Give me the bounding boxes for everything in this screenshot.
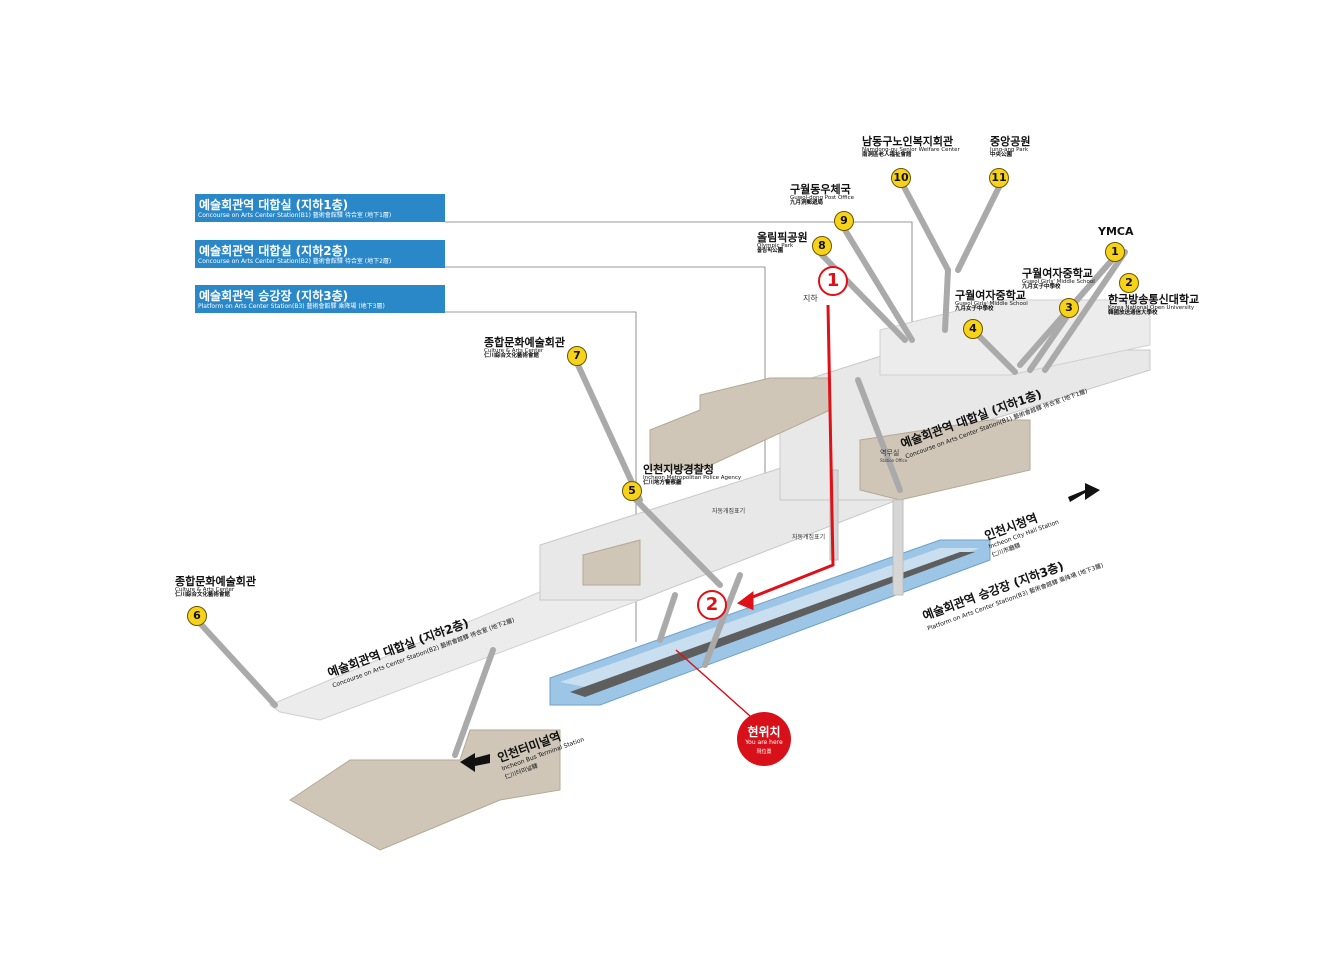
you-are-here-cn: 現位置 xyxy=(756,749,772,755)
exit-2-cn: 韓國放送通信大學校 xyxy=(1108,310,1158,317)
exit-5-en: Incheon Metropolitan Police Agency xyxy=(643,474,742,481)
exit-4-name: 구월여자중학교 xyxy=(955,289,1026,302)
route-end-marker: 2 xyxy=(697,590,727,620)
exit-5-cn: 仁川地方警察廳 xyxy=(643,480,682,487)
exit-5-name: 인천지방경찰청 xyxy=(643,463,714,476)
exit-7-name: 종합문화예술회관 xyxy=(484,336,565,349)
exit-1-badge: 1 xyxy=(1105,242,1125,262)
legend-b3-en: Platform on Arts Center Station(B3) 藝術會館… xyxy=(198,303,385,310)
exit-11-en: Jung-ang Park xyxy=(990,146,1029,153)
ticket-gate-label-2: 자동개집표기 xyxy=(792,534,826,541)
legend-b3-ko: 예술회관역 승강장 (지하3층) xyxy=(199,289,349,303)
exit-8-en: Olympic Park xyxy=(757,242,794,249)
legend-b1-ko: 예술회관역 대합실 (지하1층) xyxy=(199,198,349,212)
exit-11-label: 중앙공원 Jung-ang Park 中央公園 xyxy=(990,136,1030,159)
exit-3-badge: 3 xyxy=(1059,298,1079,318)
exit-3-en: Guwol Girls' Middle School xyxy=(1022,278,1095,285)
exit-5-label: 인천지방경찰청 Incheon Metropolitan Police Agen… xyxy=(643,464,741,487)
exit-10-badge: 10 xyxy=(891,168,911,188)
exit-9-name: 구월동우체국 xyxy=(790,183,851,196)
exit-2-name: 한국방송통신대학교 xyxy=(1108,293,1200,306)
exit-10-cn: 南洞區老人福祉會館 xyxy=(862,152,912,159)
exit-2-label: 한국방송통신대학교 Korea National Open University… xyxy=(1108,294,1199,317)
exit-10-label: 남동구노인복지회관 Namdong-gu Senior Welfare Cent… xyxy=(862,136,960,159)
here-pointer-line xyxy=(675,649,751,717)
exit-4-en: Guwol Girls' Middle School xyxy=(955,300,1028,307)
exit-1-label: YMCA xyxy=(1098,226,1134,238)
b3-platform xyxy=(549,539,991,706)
exit-5-badge: 5 xyxy=(622,481,642,501)
exit-7-badge: 7 xyxy=(567,346,587,366)
exit-11-name: 중앙공원 xyxy=(990,135,1031,148)
exit-11-badge: 11 xyxy=(989,168,1009,188)
route-start-marker: 1 xyxy=(818,266,848,296)
exit-3-cn: 九月女子中學校 xyxy=(1022,284,1061,291)
exit-1-name: YMCA xyxy=(1098,225,1134,238)
legend-b2-en: Concourse on Arts Center Station(B2) 藝術會… xyxy=(198,258,392,265)
you-are-here-ko: 현위치 xyxy=(747,725,781,739)
exit-9-en: Guwol-dong Post Office xyxy=(790,194,855,201)
exit-4-badge: 4 xyxy=(963,319,983,339)
station-office-label: 역무실 xyxy=(880,449,900,457)
exit-3-name: 구월여자중학교 xyxy=(1022,267,1093,280)
exit-8-name: 올림픽공원 xyxy=(757,231,808,244)
exit-6-label: 종합문화예술회관 Culture & Arts Center 仁川綜合文化藝術會… xyxy=(175,576,256,599)
ticket-gate-label-1: 자동개집표기 xyxy=(712,508,746,515)
exit-9-badge: 9 xyxy=(834,211,854,231)
exit-3-label: 구월여자중학교 Guwol Girls' Middle School 九月女子中… xyxy=(1022,268,1095,291)
station-office-en-label: Station Office xyxy=(880,458,908,463)
legend-b2-ko: 예술회관역 대합실 (지하2층) xyxy=(199,244,349,258)
exit-10-en: Namdong-gu Senior Welfare Center xyxy=(862,146,960,153)
exit-8-badge: 8 xyxy=(812,236,832,256)
legend-b1: 예술회관역 대합실 (지하1층) Concourse on Arts Cente… xyxy=(195,194,445,222)
exit-7-cn: 仁川綜合文化藝術會館 xyxy=(484,353,540,360)
exit-9-cn: 九月洞郵遞局 xyxy=(790,200,824,207)
exit-2-badge: 2 xyxy=(1119,273,1139,293)
legend-b2: 예술회관역 대합실 (지하2층) Concourse on Arts Cente… xyxy=(195,240,445,268)
exit-7-en: Culture & Arts Center xyxy=(484,347,544,354)
exit-2-en: Korea National Open University xyxy=(1108,304,1195,311)
exit-6-name: 종합문화예술회관 xyxy=(175,575,256,588)
exit-6-badge: 6 xyxy=(187,606,207,626)
exit-8-cn: 올림픽公園 xyxy=(757,248,784,255)
exit-8-label: 올림픽공원 Olympic Park 올림픽公園 xyxy=(757,232,808,255)
exit-7-label: 종합문화예술회관 Culture & Arts Center 仁川綜合文化藝術會… xyxy=(484,337,565,360)
exit-9-label: 구월동우체국 Guwol-dong Post Office 九月洞郵遞局 xyxy=(790,184,854,207)
route-path xyxy=(737,304,835,611)
exit-11-cn: 中央公園 xyxy=(990,152,1013,159)
exit-10-name: 남동구노인복지회관 xyxy=(862,135,954,148)
you-are-here-badge: 현위치 You are here 現位置 xyxy=(737,712,791,766)
b1-concourse-slab xyxy=(649,299,1151,501)
direction-arrows xyxy=(460,483,1100,772)
stairs xyxy=(194,182,1128,758)
partial-label: 지하 xyxy=(803,294,818,303)
you-are-here-en: You are here xyxy=(745,739,783,746)
exit-6-en: Culture & Arts Center xyxy=(175,586,235,593)
legend-b1-en: Concourse on Arts Center Station(B1) 藝術會… xyxy=(198,212,392,219)
exit-6-cn: 仁川綜合文化藝術會館 xyxy=(175,592,231,599)
legend-b3: 예술회관역 승강장 (지하3층) Platform on Arts Center… xyxy=(195,285,445,313)
exit-4-label: 구월여자중학교 Guwol Girls' Middle School 九月女子中… xyxy=(955,290,1028,313)
exit-4-cn: 九月女子中學校 xyxy=(955,306,994,313)
